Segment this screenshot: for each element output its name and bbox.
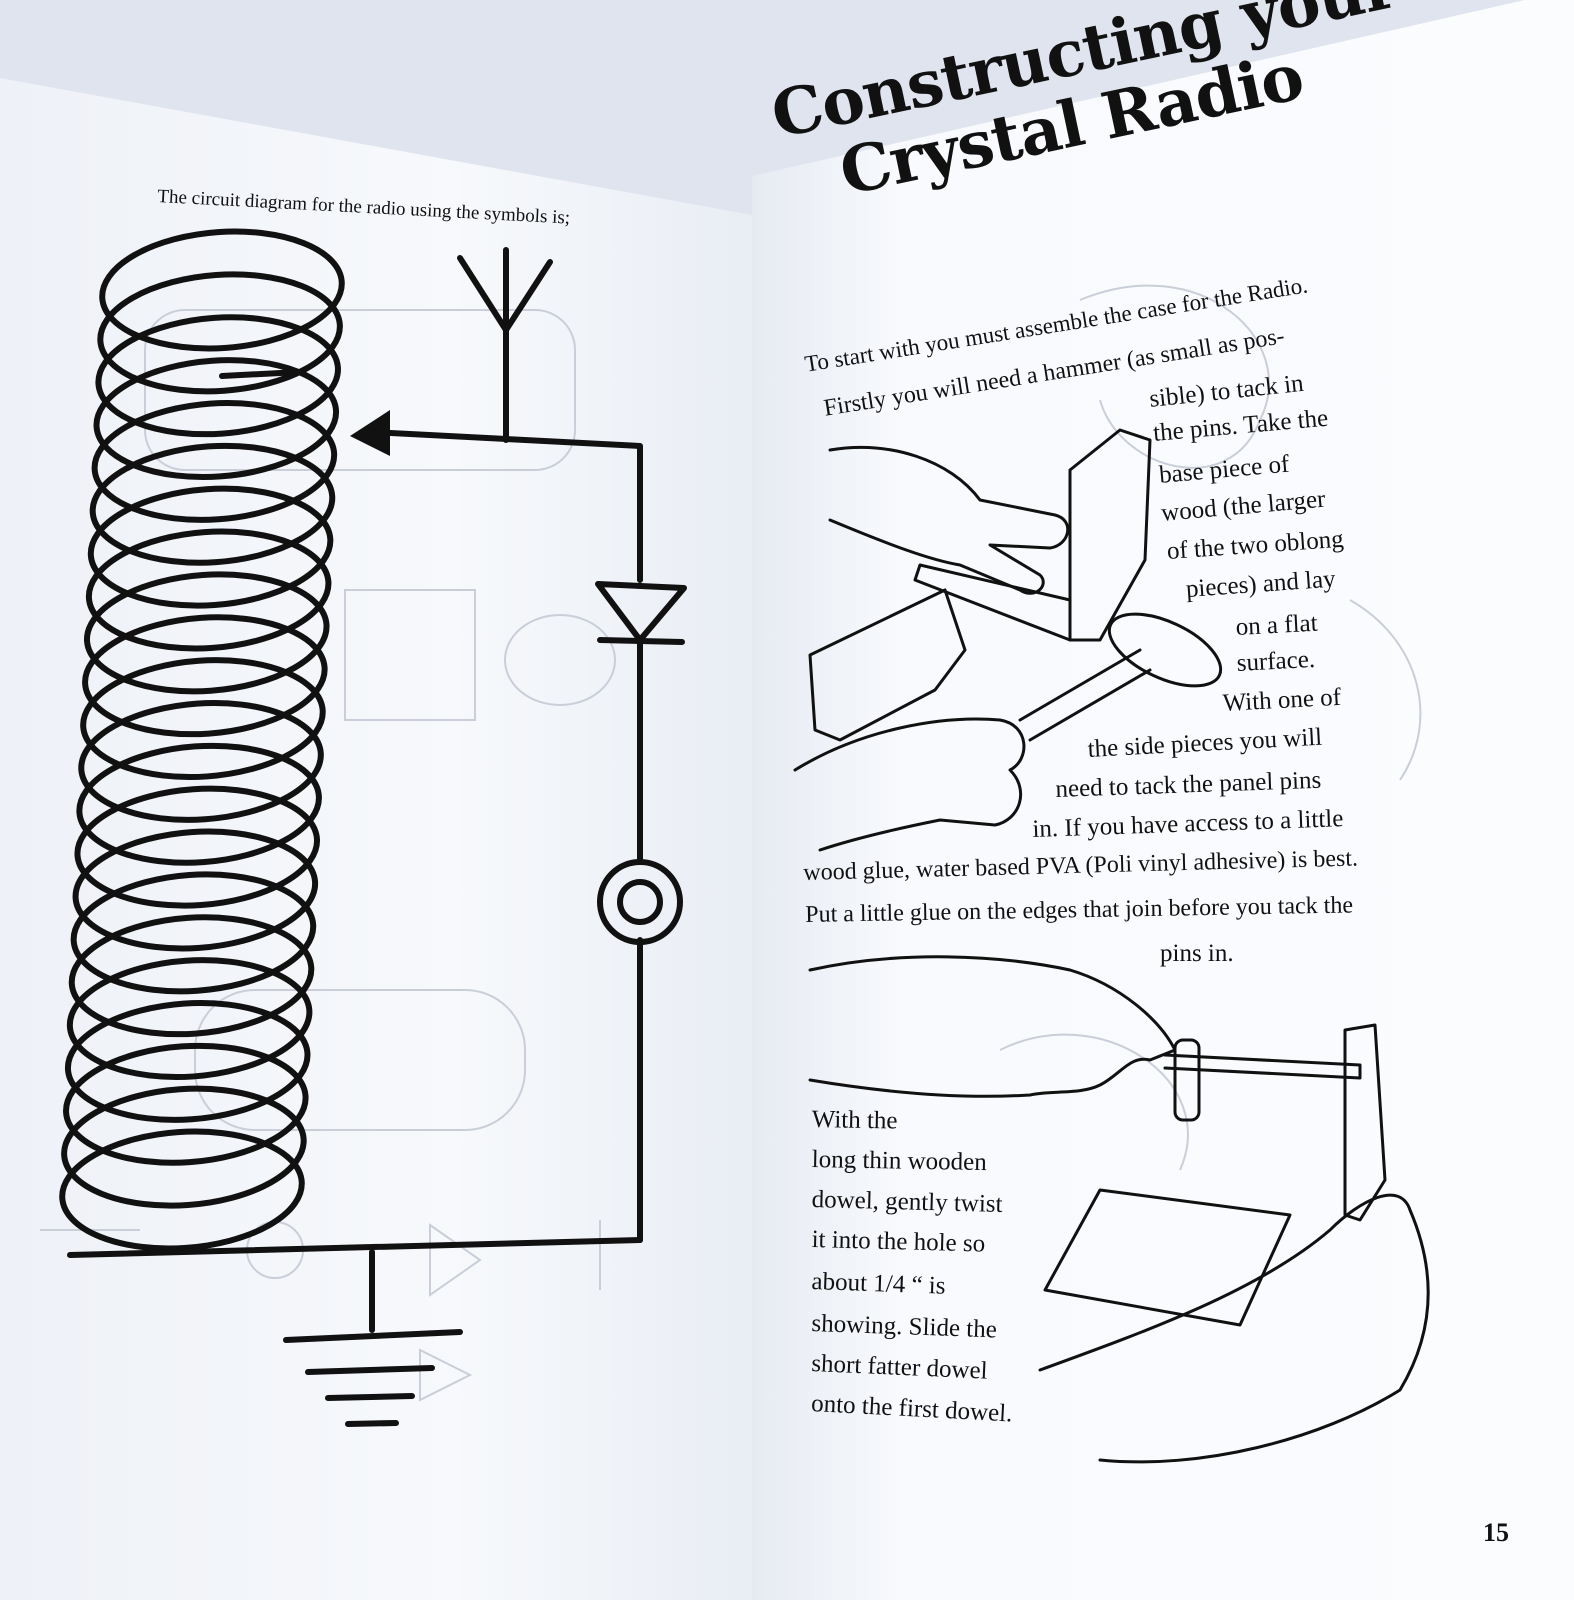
coil-turn: [72, 828, 319, 952]
page-number: 15: [1483, 1518, 1509, 1547]
paragraph2-line: long thin wooden: [811, 1146, 987, 1177]
coil-turn: [70, 871, 317, 995]
diode-symbol: [595, 581, 687, 645]
paragraph1-line: pins in.: [1160, 940, 1234, 967]
coil-turn: [76, 742, 322, 866]
paragraph1-line: surface.: [1236, 645, 1316, 677]
earth-symbol: [283, 1329, 463, 1427]
hammering-illustration: [793, 428, 1223, 852]
earphone-symbol: [597, 859, 683, 945]
right-page: [752, 0, 1574, 1600]
coil-turn: [66, 957, 313, 1081]
paragraph1-line: on a flat: [1235, 609, 1319, 641]
coil-turn: [95, 314, 341, 438]
coil-turn: [74, 785, 321, 909]
coil-turn: [83, 571, 330, 695]
coil-symbol: [59, 228, 345, 1252]
paragraph2-line: about 1/4 “ is: [811, 1268, 946, 1300]
tuning-arrow-symbol: [350, 410, 390, 456]
coil-turn: [63, 1042, 309, 1166]
bleed-through-drawing-right: [999, 284, 1422, 1171]
coil-turn: [89, 442, 336, 566]
coil-turn: [78, 699, 324, 823]
coil-turn: [91, 399, 338, 523]
paragraph2-line: dowel, gently twist: [811, 1186, 1003, 1218]
coil-turn: [80, 657, 326, 781]
coil-turn: [59, 1128, 305, 1252]
paragraph2-line: With the: [811, 1106, 898, 1135]
coil-turn: [87, 485, 334, 609]
circuit-diagram: [40, 228, 687, 1427]
coil-turn: [93, 357, 340, 481]
coil-turn: [85, 528, 332, 652]
coil-lead: [219, 369, 303, 379]
coil-turn: [64, 999, 311, 1123]
paragraph2-line: it into the hole so: [811, 1226, 986, 1258]
coil-turn: [97, 271, 343, 395]
coil-turn: [99, 228, 345, 352]
coil-turn: [61, 1085, 307, 1209]
dowel-illustration: [808, 955, 1430, 1464]
coil-turn: [82, 614, 328, 738]
coil-turn: [68, 914, 315, 1038]
